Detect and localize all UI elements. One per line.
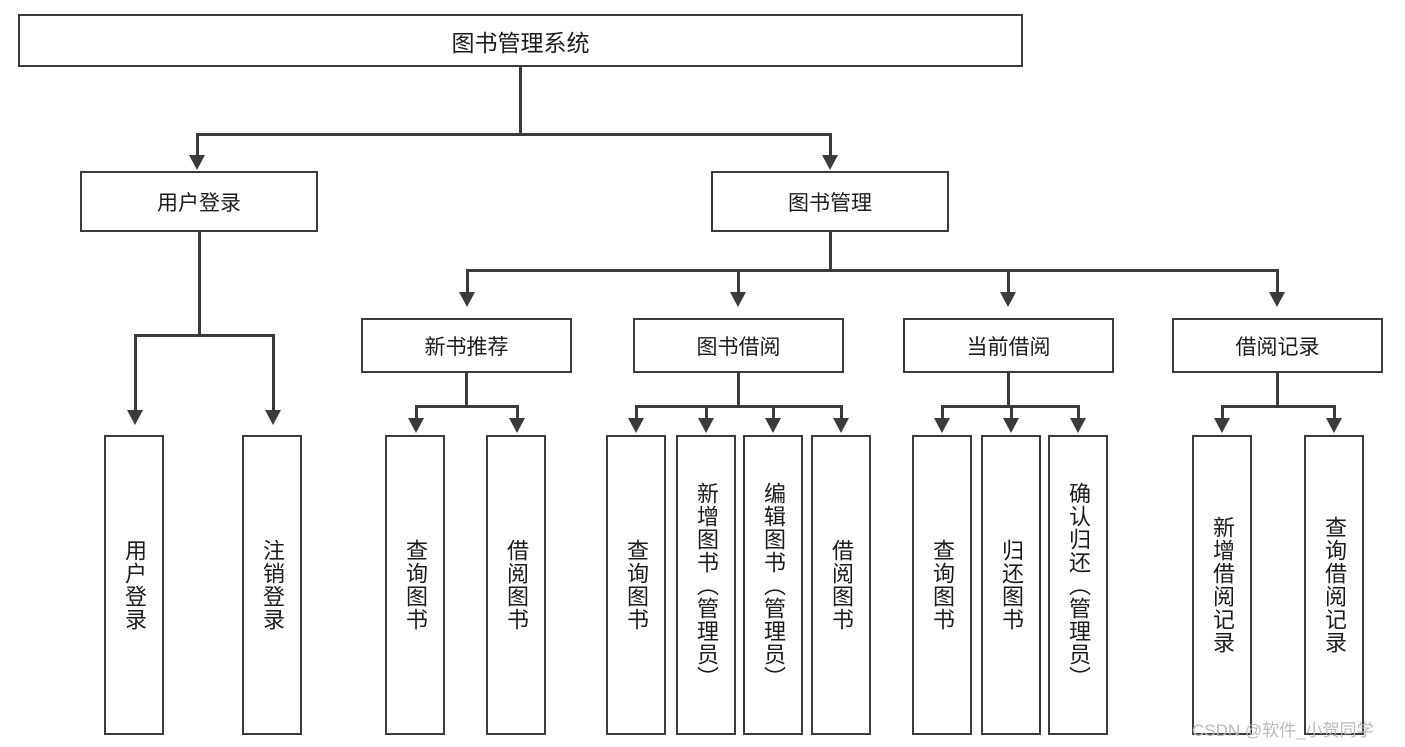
leaf-user-login-login[interactable]: 用户登录 [104, 435, 164, 735]
leaf-borrow-record-add[interactable]: 新增借阅记录 [1192, 435, 1252, 735]
node-label: 确认归还（管理员） [1065, 481, 1091, 689]
connector-new-book-drop-0 [415, 405, 418, 420]
arrowhead-user-login-1 [265, 410, 281, 425]
connector-borrow-record-bus [1221, 405, 1336, 408]
connector-book-borrow-drop-1 [705, 405, 708, 420]
connector-book-borrow-stem [737, 373, 740, 407]
arrowhead-book-borrow-1 [698, 418, 714, 433]
node-borrow-record[interactable]: 借阅记录 [1172, 318, 1383, 373]
node-label: 借阅记录 [1235, 335, 1320, 359]
leaf-book-borrow-borrow[interactable]: 借阅图书 [811, 435, 871, 735]
leaf-user-login-logout[interactable]: 注销登录 [242, 435, 302, 735]
connector-user-login-bus [134, 334, 275, 337]
node-root-book-management-system[interactable]: 图书管理系统 [18, 14, 1023, 67]
arrowhead-borrow-record-0 [1214, 418, 1230, 433]
arrowhead-borrow-record-1 [1326, 418, 1342, 433]
connector-tier2-drop-1 [737, 269, 740, 295]
connector-current-borrow-drop-1 [1010, 405, 1013, 420]
arrowhead-user-login-0 [127, 410, 143, 425]
connector-book-borrow-bus [635, 405, 843, 408]
node-label: 新书推荐 [424, 335, 509, 359]
node-label: 编辑图书（管理员） [760, 481, 786, 689]
leaf-borrow-record-query[interactable]: 查询借阅记录 [1304, 435, 1364, 735]
leaf-new-book-query[interactable]: 查询图书 [385, 435, 445, 735]
arrowhead-tier2-2 [1000, 292, 1016, 307]
arrowhead-book-borrow-3 [833, 418, 849, 433]
connector-user-login-drop-0 [134, 334, 137, 412]
connector-book-management-stem [829, 232, 832, 272]
node-label: 查询图书 [929, 539, 955, 631]
arrowhead-current-borrow-2 [1070, 418, 1086, 433]
watermark-csdn: CSDN @软件_小贺同学 [1192, 721, 1374, 740]
connector-tier1-bus [196, 133, 832, 136]
connector-book-borrow-drop-3 [840, 405, 843, 420]
connector-tier2-drop-2 [1007, 269, 1010, 295]
connector-current-borrow-drop-2 [1077, 405, 1080, 420]
leaf-new-book-borrow[interactable]: 借阅图书 [486, 435, 546, 735]
connector-tier2-bus [466, 269, 1278, 272]
leaf-current-borrow-query[interactable]: 查询图书 [912, 435, 972, 735]
node-label: 用户登录 [121, 539, 147, 631]
arrowhead-current-borrow-0 [934, 418, 950, 433]
node-label: 查询图书 [623, 539, 649, 631]
node-label: 图书管理 [788, 191, 872, 215]
node-label: 归还图书 [998, 539, 1024, 631]
leaf-book-borrow-add[interactable]: 新增图书（管理员） [676, 435, 736, 735]
node-label: 借阅图书 [828, 539, 854, 631]
node-label: 新增借阅记录 [1209, 516, 1235, 654]
arrowhead-book-borrow-0 [628, 418, 644, 433]
arrowhead-tier2-1 [730, 292, 746, 307]
connector-borrow-record-drop-0 [1221, 405, 1224, 420]
connector-book-borrow-drop-2 [772, 405, 775, 420]
node-label: 当前借阅 [966, 335, 1051, 359]
leaf-current-borrow-confirm-return[interactable]: 确认归还（管理员） [1048, 435, 1108, 735]
node-book-borrow[interactable]: 图书借阅 [633, 318, 844, 373]
node-new-book-recommend[interactable]: 新书推荐 [361, 318, 572, 373]
connector-tier1-drop-0 [196, 133, 199, 158]
arrowhead-new-book-1 [509, 418, 525, 433]
node-book-management[interactable]: 图书管理 [711, 171, 949, 232]
connector-tier2-drop-0 [466, 269, 469, 295]
node-label: 图书管理系统 [451, 29, 590, 56]
connector-borrow-record-stem [1276, 373, 1279, 407]
leaf-current-borrow-return[interactable]: 归还图书 [981, 435, 1041, 735]
node-user-login[interactable]: 用户登录 [80, 171, 318, 232]
connector-user-login-drop-1 [272, 334, 275, 412]
connector-tier1-drop-1 [829, 133, 832, 158]
arrowhead-current-borrow-1 [1003, 418, 1019, 433]
node-label: 查询图书 [402, 539, 428, 631]
connector-new-book-stem [465, 373, 468, 407]
connector-new-book-drop-1 [516, 405, 519, 420]
node-current-borrow[interactable]: 当前借阅 [903, 318, 1114, 373]
leaf-book-borrow-query[interactable]: 查询图书 [606, 435, 666, 735]
leaf-book-borrow-edit[interactable]: 编辑图书（管理员） [743, 435, 803, 735]
node-label: 新增图书（管理员） [693, 481, 719, 689]
node-label: 查询借阅记录 [1321, 516, 1347, 654]
arrowhead-tier1-0 [189, 155, 205, 170]
node-label: 借阅图书 [503, 539, 529, 631]
connector-current-borrow-stem [1007, 373, 1010, 407]
connector-root-stem [519, 67, 522, 135]
arrowhead-new-book-0 [408, 418, 424, 433]
connector-user-login-stem [198, 232, 201, 336]
arrowhead-tier2-0 [459, 292, 475, 307]
node-label: 注销登录 [259, 539, 285, 631]
connector-new-book-bus [415, 405, 519, 408]
arrowhead-book-borrow-2 [765, 418, 781, 433]
connector-tier2-drop-3 [1276, 269, 1279, 295]
connector-book-borrow-drop-0 [635, 405, 638, 420]
arrowhead-tier2-3 [1269, 292, 1285, 307]
node-label: 用户登录 [157, 191, 241, 215]
connector-current-borrow-drop-0 [941, 405, 944, 420]
arrowhead-tier1-1 [822, 155, 838, 170]
connector-borrow-record-drop-1 [1333, 405, 1336, 420]
node-label: 图书借阅 [696, 335, 781, 359]
